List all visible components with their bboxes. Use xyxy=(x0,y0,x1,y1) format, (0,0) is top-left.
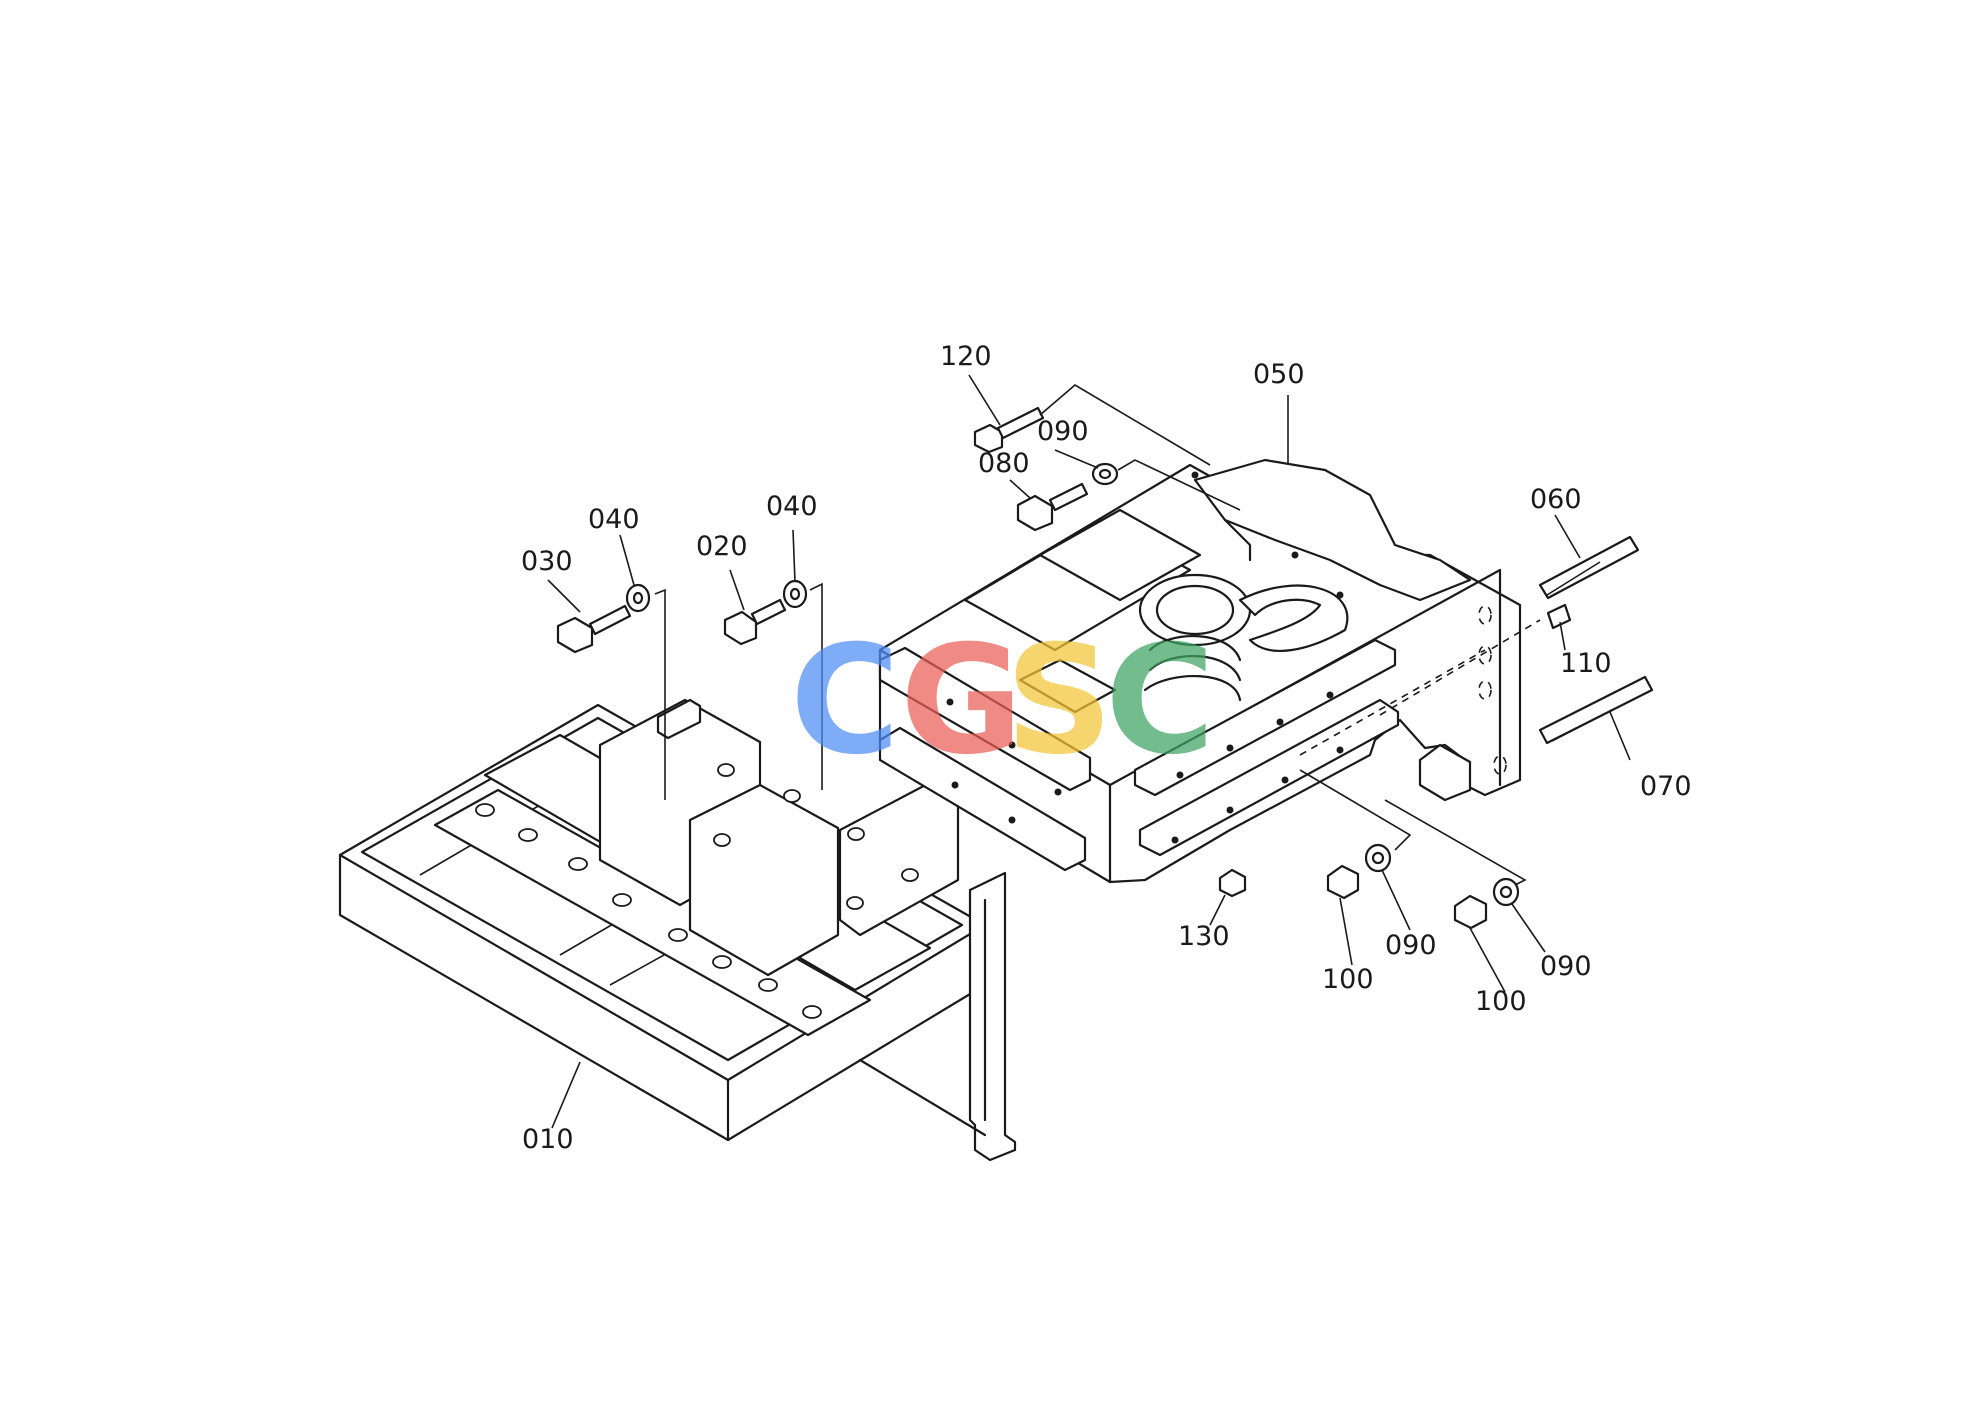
bolt-030 xyxy=(556,604,632,654)
fasteners xyxy=(556,406,1654,930)
washer-090-top xyxy=(1091,462,1119,486)
pin-110 xyxy=(1546,603,1572,630)
tray-plate-holes xyxy=(475,763,919,1019)
nut-130 xyxy=(1218,868,1247,898)
label-040b: 040 xyxy=(766,491,818,522)
stud-070 xyxy=(1538,675,1654,745)
cgsc-watermark: C G S C xyxy=(790,614,1215,788)
washer-090a xyxy=(1364,843,1392,873)
washer-040a xyxy=(625,583,651,613)
label-090a: 090 xyxy=(1385,930,1437,961)
label-010: 010 xyxy=(522,1124,574,1155)
label-090b: 090 xyxy=(1540,951,1592,982)
nut-100a xyxy=(1326,864,1360,900)
label-110: 110 xyxy=(1560,648,1612,679)
label-060: 060 xyxy=(1530,484,1582,515)
bolt-020 xyxy=(723,598,787,646)
label-120: 120 xyxy=(940,341,992,372)
bolt-080 xyxy=(1016,482,1089,532)
label-040a: 040 xyxy=(588,504,640,535)
washer-040b xyxy=(782,579,808,609)
label-030: 030 xyxy=(521,546,573,577)
stud-060 xyxy=(1538,535,1640,600)
label-100a: 100 xyxy=(1322,964,1374,995)
nut-100b xyxy=(1453,894,1488,930)
assembly-lines xyxy=(654,384,1613,886)
washer-090b xyxy=(1492,877,1520,907)
label-050: 050 xyxy=(1253,359,1305,390)
callout-labels: 030 040 020 040 120 090 080 050 060 110 … xyxy=(521,341,1692,1155)
label-130: 130 xyxy=(1178,921,1230,952)
bolt-120 xyxy=(973,406,1045,454)
watermark-letter-g: G xyxy=(900,614,1023,788)
label-090-top: 090 xyxy=(1037,416,1089,447)
watermark-letter-s: S xyxy=(1005,614,1113,788)
rear-face-holes xyxy=(1478,605,1507,775)
label-020: 020 xyxy=(696,531,748,562)
bracket-rivets xyxy=(946,471,1344,844)
label-070: 070 xyxy=(1640,771,1692,802)
watermark-letter-c2: C xyxy=(1105,614,1215,788)
front-tray-part xyxy=(338,698,1017,1162)
watermark-letter-c1: C xyxy=(790,614,900,788)
main-bracket-part xyxy=(878,458,1522,884)
label-100b: 100 xyxy=(1475,986,1527,1017)
label-080: 080 xyxy=(978,448,1030,479)
leader-lines xyxy=(547,374,1631,1129)
